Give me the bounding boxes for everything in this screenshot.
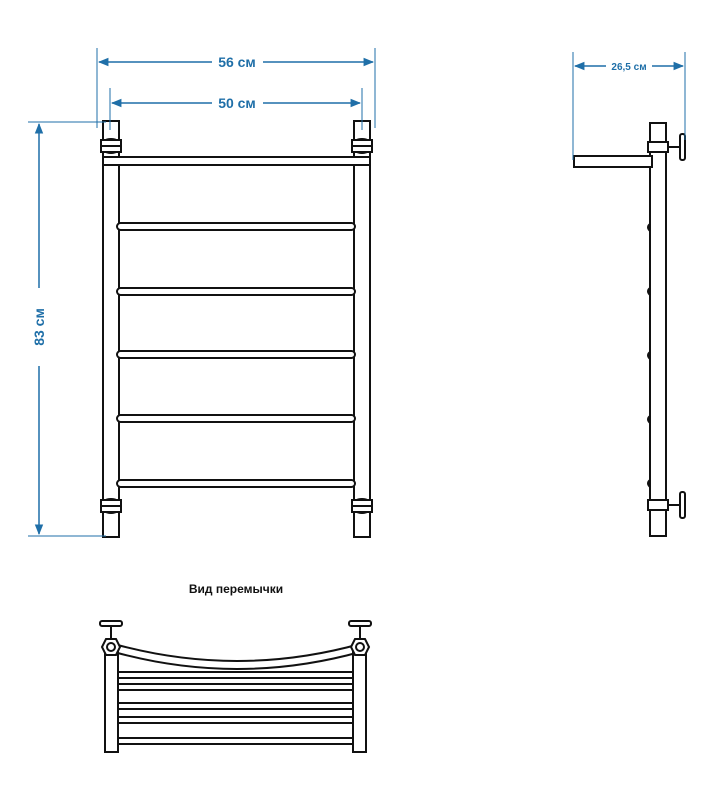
wall-bracket xyxy=(647,133,686,161)
jumper-view-caption: Вид перемычки xyxy=(189,582,283,596)
dimension-overall-width: 56 см xyxy=(96,48,376,128)
rail-stub xyxy=(647,223,651,232)
right-post xyxy=(353,120,371,538)
rail-stub xyxy=(647,415,651,424)
rail-stub xyxy=(647,479,651,488)
dimension-depth: 26,5 см xyxy=(572,52,686,160)
left-post xyxy=(102,120,120,538)
jumper-arc xyxy=(113,651,361,670)
jumper-arc xyxy=(113,643,361,662)
rail xyxy=(116,287,356,296)
rail xyxy=(116,414,356,423)
dimension-rail-width: 50 см xyxy=(109,88,363,130)
rail xyxy=(116,350,356,359)
mount-clamp xyxy=(351,498,373,514)
hex-nut xyxy=(348,620,372,656)
mount-clamp xyxy=(100,138,122,154)
rail-width-label: 50 см xyxy=(218,95,256,111)
rail-stub xyxy=(647,287,651,296)
jumper-view xyxy=(99,620,372,753)
depth-label: 26,5 см xyxy=(611,62,646,73)
side-top-rail xyxy=(573,155,653,168)
hex-nut xyxy=(99,620,123,656)
overall-width-label: 56 см xyxy=(218,54,256,70)
wall-bracket xyxy=(647,491,686,519)
height-label: 83 см xyxy=(31,308,47,346)
rail-stub xyxy=(647,351,651,360)
side-post xyxy=(649,122,667,537)
rail xyxy=(116,479,356,488)
rail xyxy=(116,222,356,231)
mount-clamp xyxy=(351,138,373,154)
side-view xyxy=(573,122,686,537)
mount-clamp xyxy=(100,498,122,514)
top-rail xyxy=(102,156,371,166)
front-view xyxy=(100,120,373,538)
dimension-height: 83 см xyxy=(28,121,106,537)
